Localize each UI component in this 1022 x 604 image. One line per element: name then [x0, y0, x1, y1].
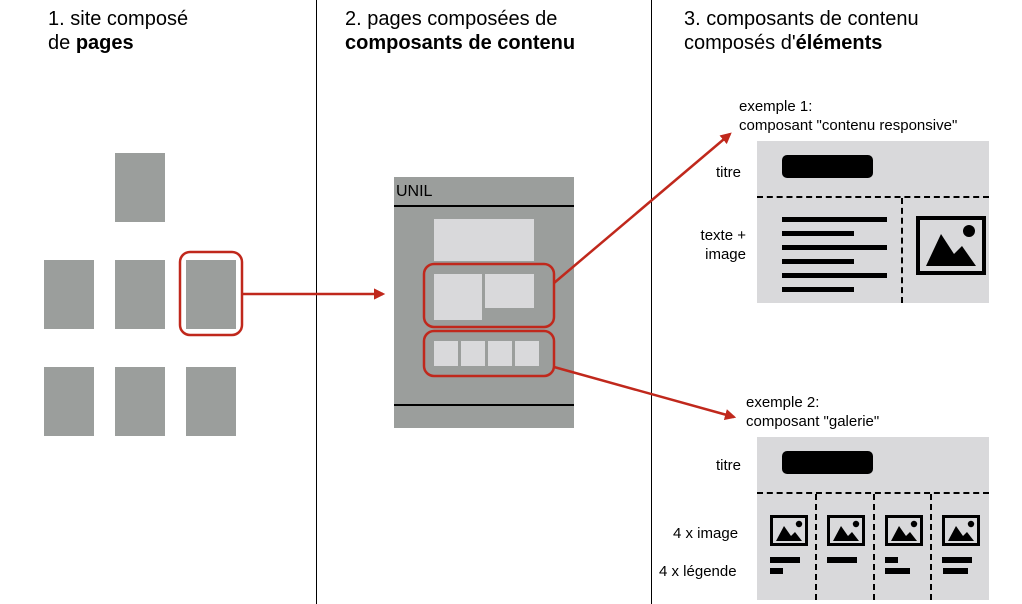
image-placeholder-icon [916, 216, 986, 275]
gallery-thumb-4 [515, 341, 539, 366]
gallery-thumb-3 [488, 341, 512, 366]
responsive-component-highlight [422, 262, 556, 329]
example1-component [757, 141, 989, 303]
caption-element [885, 557, 898, 563]
image-placeholder-icon [827, 515, 865, 546]
example1-row-separator [757, 196, 989, 198]
heading-sites: 1. site composé de pages [48, 8, 189, 54]
page-mockup: UNIL [394, 177, 574, 428]
footer-rule [394, 404, 574, 406]
example1-label-title: titre [716, 164, 742, 181]
caption-element [943, 568, 968, 574]
gallery-component-highlight [422, 329, 556, 378]
example2-arrow [553, 365, 737, 421]
example1-label-text-image: texte + image [700, 227, 746, 263]
page-level2-3 [186, 367, 236, 436]
image-placeholder-icon [770, 515, 808, 546]
example1-arrow [553, 132, 732, 284]
example2-label-captions: 4 x légende [659, 563, 737, 580]
page-brand: UNIL [396, 183, 433, 200]
example2-row-separator [757, 492, 989, 494]
page-level2-2 [115, 367, 165, 436]
image-placeholder-icon [885, 515, 923, 546]
gallery-separator-1 [815, 494, 817, 600]
example1-title-element [782, 155, 873, 178]
column-divider-1 [316, 0, 317, 604]
page-root [115, 153, 165, 222]
page-level1-1 [44, 260, 94, 329]
caption-element [942, 557, 972, 563]
gallery-separator-3 [930, 494, 932, 600]
image-placeholder-icon [942, 515, 980, 546]
selected-page-highlight [178, 250, 244, 337]
heading-pages: 2. pages composées de composants de cont… [345, 8, 576, 54]
example2-label-title: titre [716, 457, 742, 474]
example2-caption: exemple 2: composant "galerie" [746, 394, 880, 430]
example2-title-element [782, 451, 873, 474]
header-rule [394, 205, 574, 207]
caption-element [885, 568, 910, 574]
content-block-small [485, 274, 534, 308]
gallery-separator-2 [873, 494, 875, 600]
hero-block [434, 219, 534, 261]
caption-element [770, 557, 800, 563]
caption-element [770, 568, 783, 574]
example1-caption: exemple 1: composant "contenu responsive… [739, 98, 958, 134]
gallery-thumb-2 [461, 341, 485, 366]
gallery-thumb-1 [434, 341, 458, 366]
example2-component [757, 437, 989, 600]
caption-element [827, 557, 857, 563]
page-level1-3 [186, 260, 236, 329]
heading-components: 3. composants de contenu composés d'élém… [684, 8, 919, 54]
page-level1-2 [115, 260, 165, 329]
content-block-large [434, 274, 482, 320]
example1-column-separator [901, 198, 903, 303]
example2-label-images: 4 x image [673, 525, 739, 542]
page-level2-1 [44, 367, 94, 436]
column-divider-2 [651, 0, 652, 604]
